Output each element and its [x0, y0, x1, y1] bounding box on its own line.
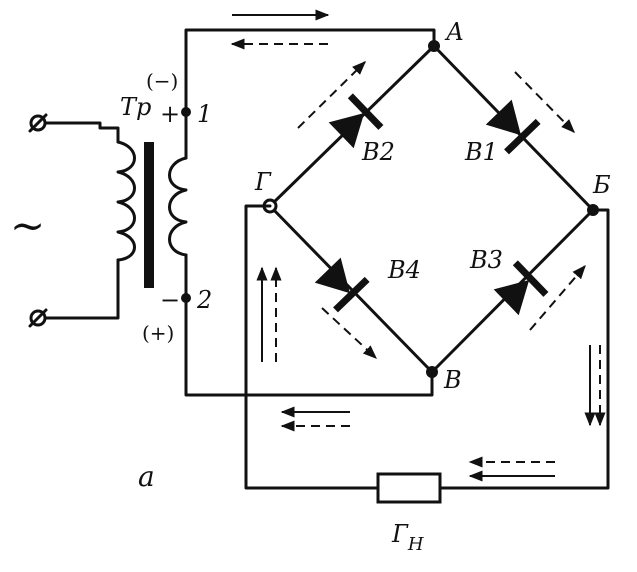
wire-b-to-load [438, 208, 610, 490]
primary-input [28, 113, 136, 328]
bridge-g-v [268, 204, 434, 374]
node-v-label: В [443, 366, 462, 394]
node-g-label: Г [254, 168, 272, 196]
secondary-winding [168, 156, 188, 257]
transformer-label: Тр [120, 93, 151, 121]
diode-v4 [314, 257, 370, 313]
node-a-label: А [444, 18, 464, 46]
diode-v1 [485, 99, 541, 155]
diode-v3 [493, 260, 549, 316]
figure-letter: а [138, 460, 155, 493]
diode-v4-label: В4 [387, 256, 421, 284]
transformer-core [144, 142, 154, 288]
wire-terminal1-to-a [184, 28, 436, 114]
wire-terminal2-to-v [184, 296, 434, 397]
arrow-g-v-dashed [321, 307, 378, 359]
diode-v2 [328, 93, 384, 149]
minus-top-label: (−) [146, 69, 178, 93]
plus-top-label: + [160, 100, 180, 128]
primary-wire-top [36, 121, 120, 144]
load-label: ГН [391, 520, 424, 555]
node-a-dot [428, 40, 440, 52]
terminal-1-dot [181, 107, 191, 117]
load-resistor [376, 472, 442, 504]
plus-bottom-label: (+) [142, 321, 174, 345]
diode-v3-label: В3 [469, 246, 503, 274]
diode-v2-label: В2 [361, 138, 395, 166]
minus-bottom-label: − [160, 286, 180, 314]
primary-winding [116, 140, 136, 262]
node-b-label: Б [592, 171, 611, 199]
diode-v1-label: В1 [464, 138, 498, 166]
terminal-2-dot [181, 293, 191, 303]
node-v-dot [426, 366, 438, 378]
terminal-1-label: 1 [197, 100, 212, 128]
arrow-v-b-dashed [529, 264, 586, 331]
load-label-subscript: Н [407, 534, 424, 555]
arrow-g-a-dashed [297, 61, 366, 129]
wire-g-to-load [244, 204, 380, 490]
ac-symbol: ~ [10, 201, 45, 250]
primary-wire-bottom [36, 258, 120, 320]
arrow-a-b-dashed [514, 71, 575, 133]
terminal-2-label: 2 [196, 286, 212, 314]
load-label-main: Г [391, 520, 409, 548]
